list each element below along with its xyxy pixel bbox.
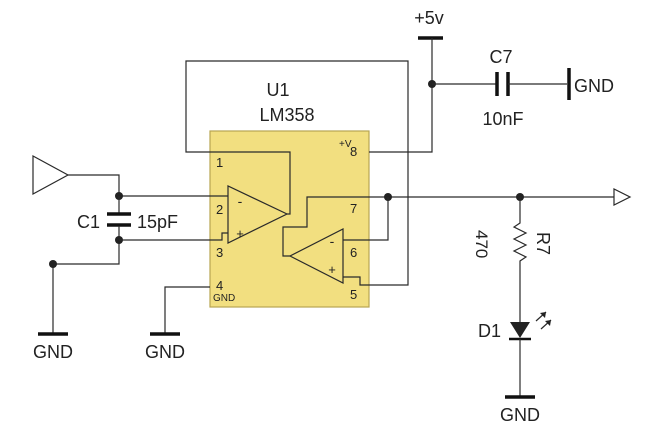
- input-port-icon[interactable]: [32, 154, 70, 196]
- r7-zigzag: [512, 197, 528, 322]
- c7-value-label: 10nF: [482, 109, 523, 129]
- pin-vplus-label: +V: [339, 139, 352, 150]
- gnd-pin4-label: GND: [145, 342, 185, 362]
- led-arrow-1-head: [540, 312, 546, 318]
- c7-ref-label: C7: [489, 47, 512, 67]
- wire-pin5-to-opamp-b-plus: [343, 276, 369, 286]
- wire-5v-to-pin8: [369, 38, 433, 153]
- wire-pin1-to-opamp-a-out: [210, 151, 291, 215]
- wire-pin4-to-gnd: [164, 286, 210, 333]
- wire-input-to-pin2: [68, 174, 210, 197]
- opamp-a-minus: -: [238, 193, 243, 209]
- pin-7-label: 7: [350, 201, 357, 216]
- wire-pin3-to-opamp-a-plus: [210, 232, 228, 241]
- pin-6-label: 6: [350, 245, 357, 260]
- output-port-icon[interactable]: [613, 188, 632, 206]
- pin-3-label: 3: [216, 245, 223, 260]
- u1-ref-label: U1: [266, 80, 289, 100]
- opamp-b-triangle: [288, 228, 344, 284]
- gnd-c7-label: GND: [574, 76, 614, 96]
- r7-ref-label: R7: [533, 232, 553, 255]
- wire-c1-bottom: [52, 226, 120, 333]
- opamp-a-plus: +: [236, 226, 244, 241]
- opamp-a-triangle: [227, 185, 289, 244]
- supply-5v-label: +5v: [414, 8, 444, 28]
- pin-2-label: 2: [216, 202, 223, 217]
- pin-4-label: 4: [216, 278, 223, 293]
- opamp-b-plus: +: [328, 262, 336, 277]
- wire-pin7-to-pin6: [369, 197, 389, 241]
- opamp-b-minus: -: [330, 233, 335, 249]
- pin-8-label: 8: [350, 144, 357, 159]
- wire-pin7-to-opamp-b-out: [282, 196, 369, 257]
- u1-part-label: LM358: [259, 105, 314, 125]
- pin-5-label: 5: [350, 287, 357, 302]
- pin-1-label: 1: [216, 155, 223, 170]
- gnd-led-label: GND: [500, 405, 540, 425]
- wire-loop-top: [185, 60, 409, 286]
- junction-left-gnd: [49, 260, 57, 268]
- c1-ref-label: C1: [77, 212, 100, 232]
- r7-value-label: 470: [472, 230, 491, 258]
- led-arrow-2-head: [545, 320, 551, 326]
- led-icon: [510, 322, 530, 338]
- c1-value-label: 15pF: [137, 212, 178, 232]
- pin-gnd-label: GND: [213, 293, 235, 304]
- gnd-left-label: GND: [33, 342, 73, 362]
- d1-ref-label: D1: [478, 321, 501, 341]
